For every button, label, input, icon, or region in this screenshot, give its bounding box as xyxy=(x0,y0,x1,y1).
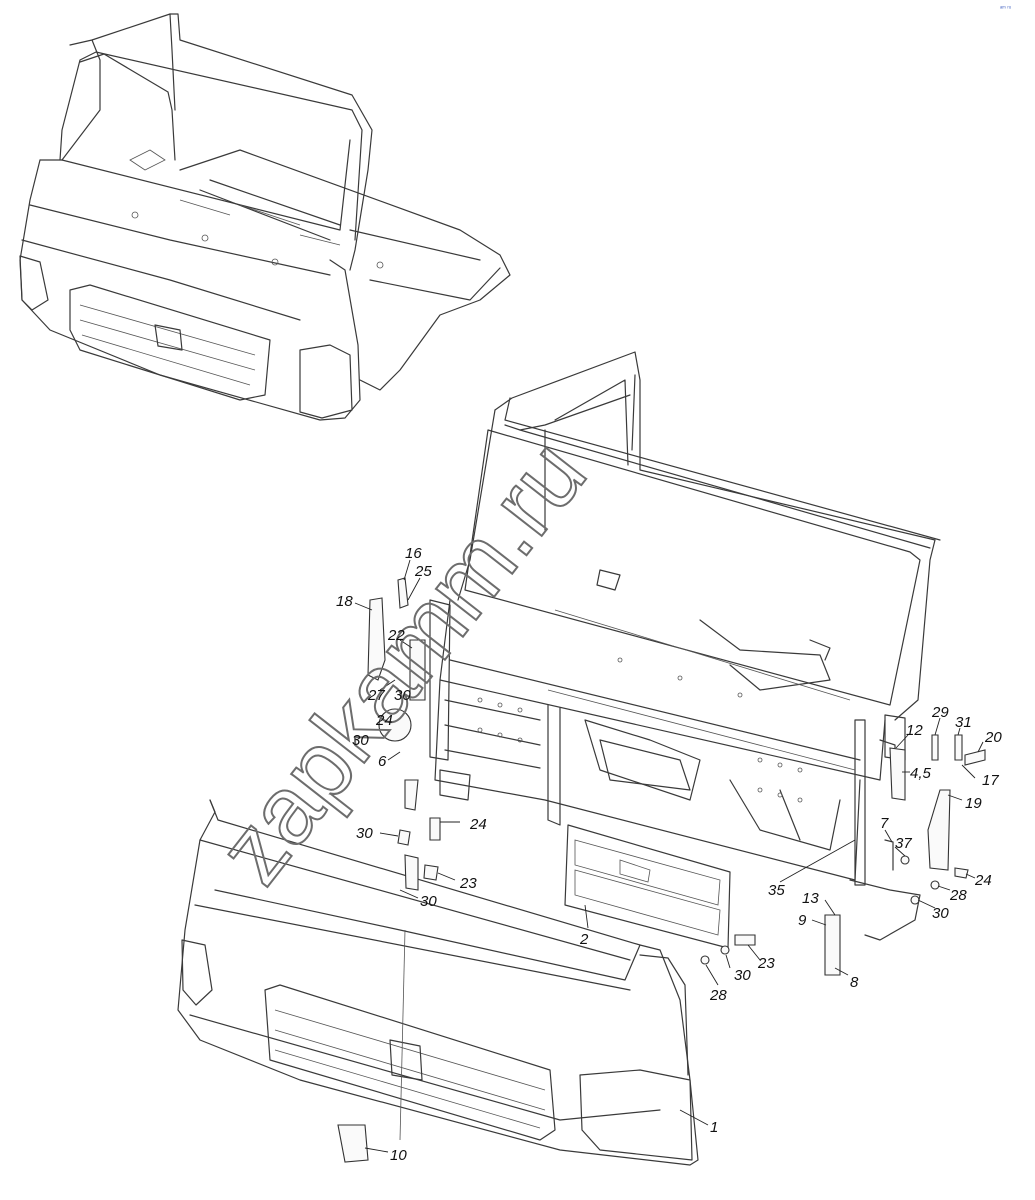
callout-30: 30 xyxy=(394,687,411,704)
callout-2: 2 xyxy=(579,931,589,948)
washer-part-31 xyxy=(954,734,963,761)
nut-part-30 xyxy=(397,829,411,846)
callout-30: 30 xyxy=(420,893,437,910)
assembled-cab-view xyxy=(19,13,511,421)
callout-18: 18 xyxy=(336,593,353,610)
callout-23: 23 xyxy=(757,955,775,972)
callout-28: 28 xyxy=(709,987,727,1004)
bracket-part-19 xyxy=(927,789,951,871)
washer-part-28b xyxy=(930,880,940,890)
callout-12: 12 xyxy=(906,722,923,739)
callout-17: 17 xyxy=(982,772,999,789)
washer-part-28a xyxy=(700,955,710,965)
callout-24: 24 xyxy=(469,816,487,833)
washer-part-29 xyxy=(931,734,939,761)
bracket-part-4-5 xyxy=(889,747,906,801)
callout-24: 24 xyxy=(974,872,992,889)
callout-6: 6 xyxy=(378,753,387,770)
hardware-parts xyxy=(337,577,986,1163)
callout-30: 30 xyxy=(932,905,949,922)
callout-30: 30 xyxy=(356,825,373,842)
nut-part-30f xyxy=(910,895,920,905)
callout-24: 24 xyxy=(375,712,393,729)
hinge-part-8 xyxy=(824,914,841,976)
front-facing-panel-part-1 xyxy=(177,799,699,1166)
bolt-part-23b xyxy=(734,934,756,946)
callout-35: 35 xyxy=(768,882,785,899)
bolt-part-24c xyxy=(954,867,969,879)
cab-body-frame xyxy=(429,351,941,941)
bolt-part-20 xyxy=(964,749,986,766)
callout-27: 27 xyxy=(367,687,385,704)
callout-1: 1 xyxy=(710,1119,718,1136)
callout-25: 25 xyxy=(414,563,432,580)
callout-8: 8 xyxy=(850,974,859,991)
washer-group-24-30 xyxy=(378,708,412,742)
callout-10: 10 xyxy=(390,1147,407,1164)
callout-16: 16 xyxy=(405,545,422,562)
corner-logo: ᵃᵐ ʳᵘ xyxy=(1000,5,1011,12)
emblem-part-10 xyxy=(337,1124,369,1163)
callout-22: 22 xyxy=(387,627,405,644)
plate-part-16 xyxy=(397,577,409,609)
leader-lines xyxy=(354,559,984,1153)
callout-labels: 16 25 18 22 27 30 24 30 6 30 24 23 30 2 … xyxy=(336,545,1002,1164)
bolt-part-24 xyxy=(429,817,441,841)
callout-7: 7 xyxy=(880,815,889,832)
nut-part-37 xyxy=(900,855,910,865)
callout-31: 31 xyxy=(955,714,972,731)
bracket-part-18 xyxy=(367,597,386,681)
bolt-part-23 xyxy=(423,864,439,881)
callout-13: 13 xyxy=(802,890,819,907)
callout-28: 28 xyxy=(949,887,967,904)
callout-19: 19 xyxy=(965,795,982,812)
callout-23: 23 xyxy=(459,875,477,892)
callout-20: 20 xyxy=(984,729,1002,746)
callout-29: 29 xyxy=(931,704,949,721)
callout-9: 9 xyxy=(798,912,807,929)
callout-37: 37 xyxy=(895,835,912,852)
bracket-part-22 xyxy=(409,639,426,701)
bracket-part-6 xyxy=(404,779,419,811)
callout-30: 30 xyxy=(734,967,751,984)
callout-30: 30 xyxy=(352,732,369,749)
nut-part-30e xyxy=(720,945,730,955)
callout-4-5: 4,5 xyxy=(910,765,932,782)
hinge-part xyxy=(404,854,419,891)
